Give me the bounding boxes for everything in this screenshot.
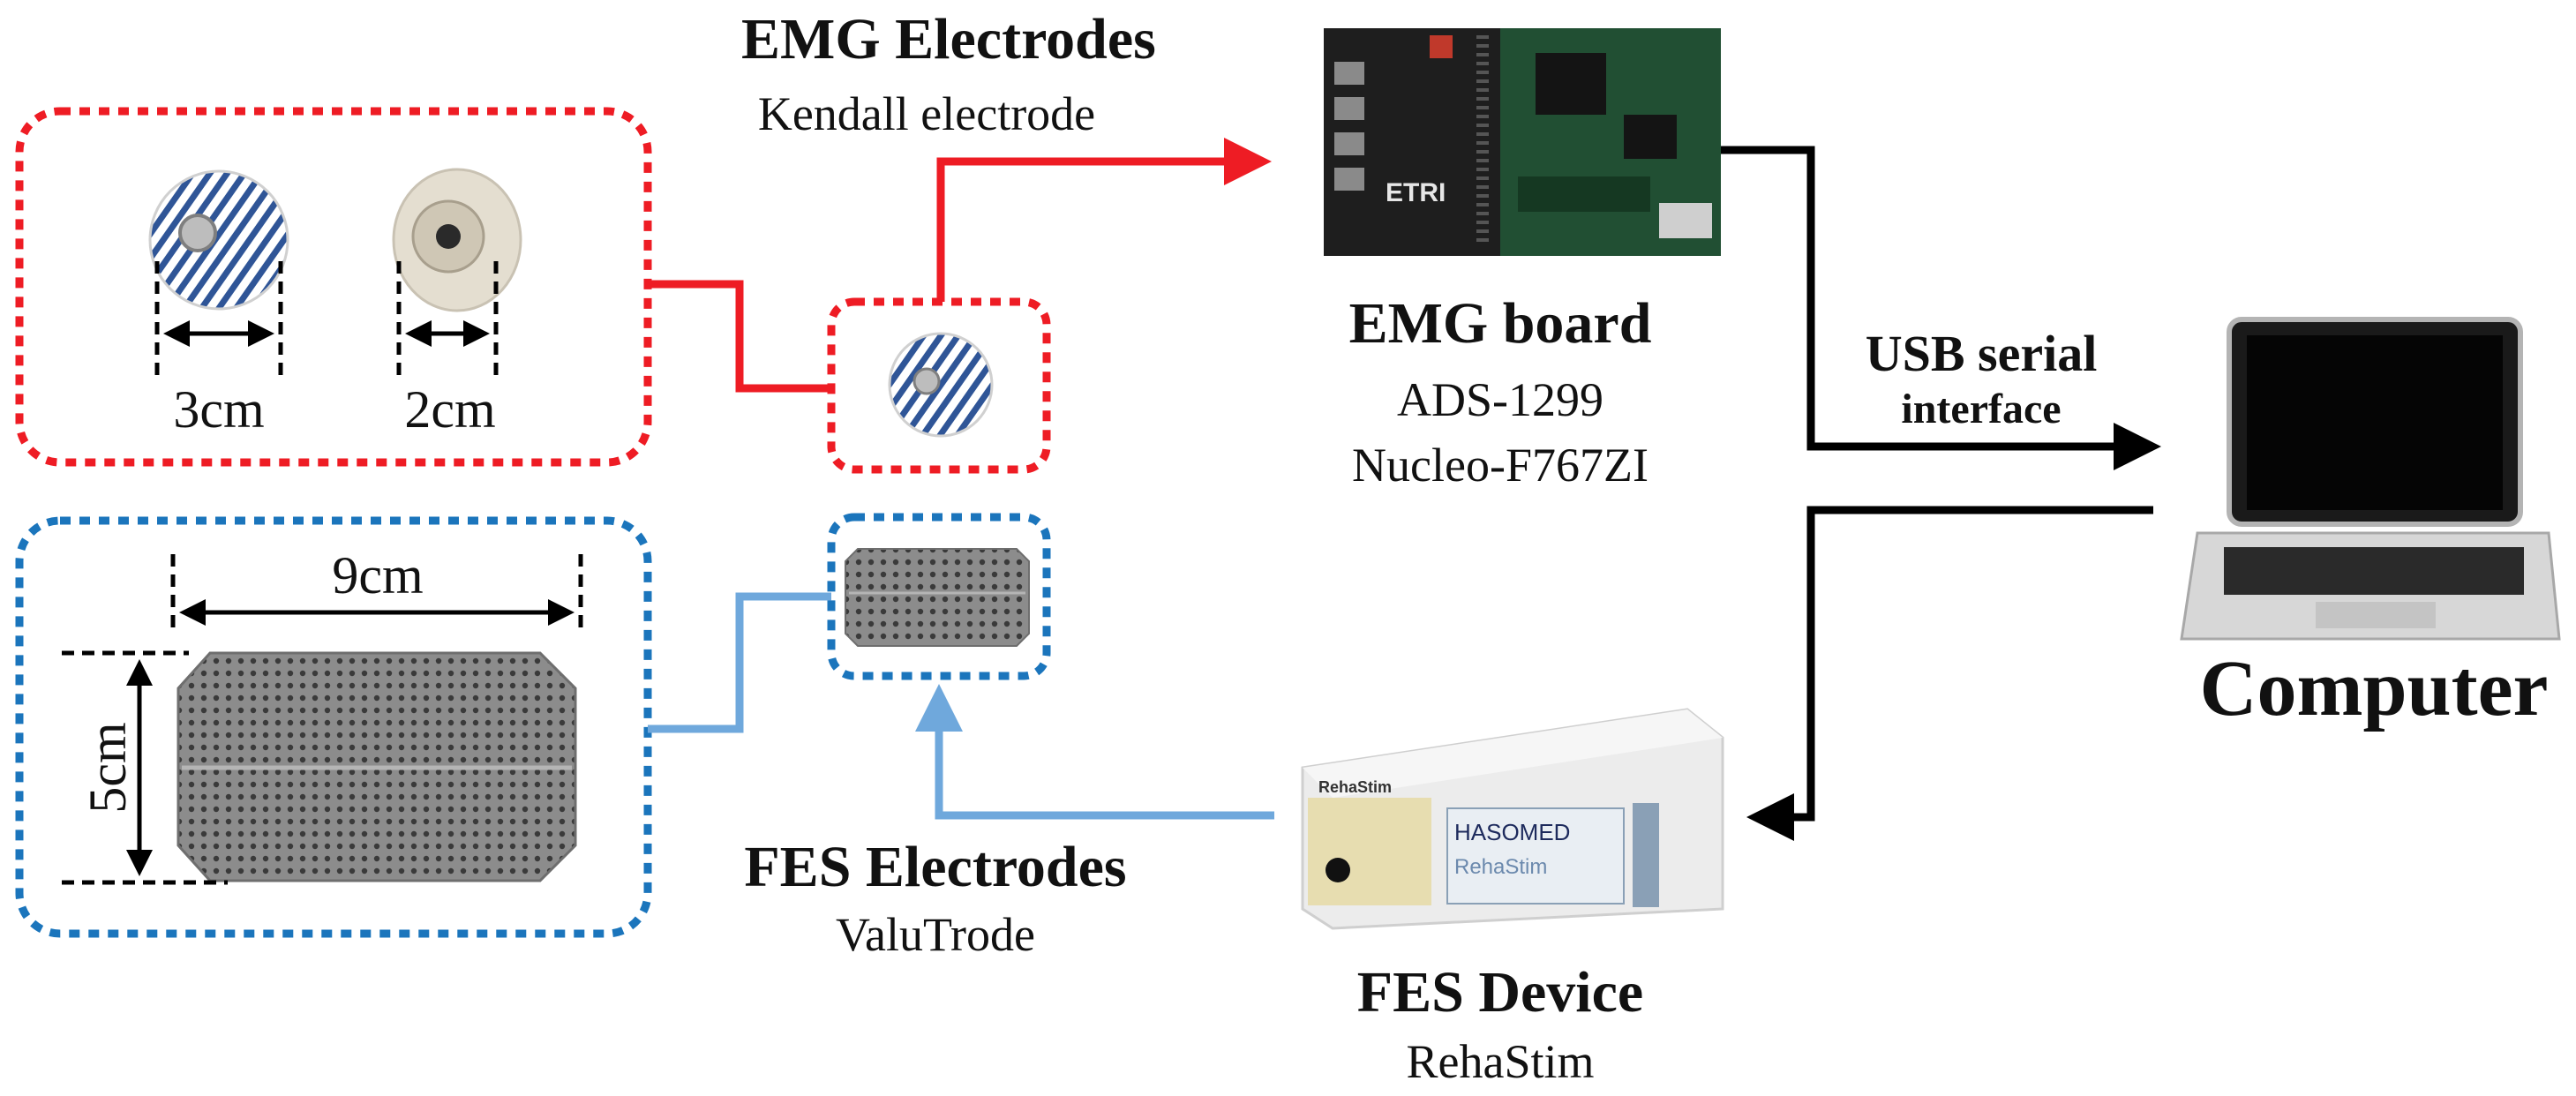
emg-dimension-lines bbox=[154, 261, 499, 379]
fes-device-title: FES Device bbox=[1356, 960, 1644, 1025]
fes-electrode-small-image bbox=[845, 548, 1030, 647]
fes-device-image bbox=[1301, 708, 1724, 930]
emg-electrode-3cm-image bbox=[148, 169, 289, 311]
fes-electrode-small-box bbox=[827, 513, 1051, 680]
emg-electrode-2cm-label: 2cm bbox=[404, 380, 496, 439]
fes-box-connector bbox=[648, 592, 831, 733]
emg-board-image bbox=[1324, 28, 1721, 256]
usb-label-line1: USB serial bbox=[1865, 325, 2098, 382]
fes-stimulation-arrow bbox=[915, 684, 1274, 820]
emg-board-chip: ADS-1299 bbox=[1396, 373, 1603, 426]
fes-device-panel-label: RehaStim bbox=[1318, 778, 1392, 796]
emg-board-label: ETRI bbox=[1386, 178, 1446, 207]
fes-device-product-label: RehaStim bbox=[1454, 855, 1547, 879]
emg-electrode-2cm-image bbox=[392, 168, 522, 312]
board-to-computer-arrow bbox=[1721, 146, 2161, 470]
emg-box-connector bbox=[648, 280, 831, 393]
usb-label-line2: interface bbox=[1901, 386, 2062, 432]
emg-electrode-detail-box bbox=[15, 107, 652, 467]
fes-device-brand-label: HASOMED bbox=[1454, 819, 1570, 845]
fes-electrode-9cm-label: 9cm bbox=[332, 546, 424, 604]
emg-board-title: EMG board bbox=[1348, 291, 1652, 356]
fes-electrode-5cm-label: 5cm bbox=[79, 722, 137, 814]
fes-dimension-lines bbox=[62, 554, 583, 885]
computer-to-fes-arrow bbox=[1746, 506, 2153, 841]
emg-board-mcu: Nucleo-F767ZI bbox=[1352, 439, 1648, 492]
fes-electrodes-title: FES Electrodes bbox=[744, 835, 1127, 899]
emg-signal-arrow bbox=[936, 138, 1272, 302]
emg-electrodes-subtitle: Kendall electrode bbox=[757, 87, 1096, 140]
fes-electrodes-subtitle: ValuTrode bbox=[835, 908, 1036, 961]
fes-device-subtitle: RehaStim bbox=[1406, 1035, 1595, 1088]
emg-electrode-small-image bbox=[888, 332, 994, 438]
computer-title: Computer bbox=[2199, 645, 2549, 732]
emg-electrodes-title: EMG Electrodes bbox=[741, 7, 1156, 71]
emg-electrode-3cm-label: 3cm bbox=[173, 380, 265, 439]
laptop-image bbox=[2180, 317, 2561, 641]
